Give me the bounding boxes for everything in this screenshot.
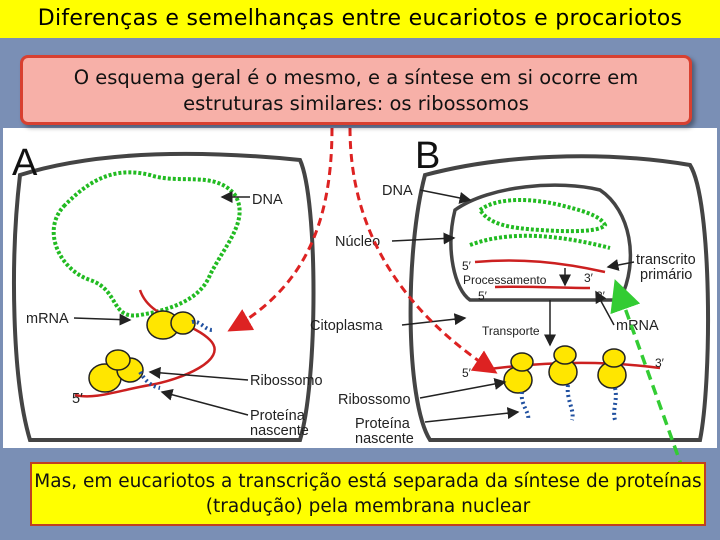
label-b-transcrito-2: primário bbox=[640, 267, 692, 283]
eukaryote-protein-1 bbox=[519, 391, 531, 421]
eukaryote-protein-2 bbox=[565, 384, 575, 421]
label-b-transporte: Transporte bbox=[482, 324, 540, 338]
label-b-dna: DNA bbox=[382, 183, 413, 199]
label-b-nucleo: Núcleo bbox=[335, 234, 380, 250]
dashed-arrow-to-eukaryote-ribosome bbox=[348, 127, 498, 374]
label-b-processamento: Processamento bbox=[463, 273, 547, 287]
similarity-note: O esquema geral é o mesmo, e a síntese e… bbox=[20, 55, 692, 125]
label-a-proteina-1: Proteína bbox=[250, 408, 306, 424]
eukaryote-ribosome-3 bbox=[597, 348, 627, 389]
panel-b-letter: B bbox=[415, 135, 440, 177]
label-b-5prime-b: 5′ bbox=[478, 289, 488, 303]
eukaryote-ribosome-2 bbox=[548, 345, 578, 386]
nuclear-membrane bbox=[449, 183, 633, 302]
eukaryote-ribosome-1 bbox=[503, 352, 534, 394]
primary-transcript bbox=[474, 259, 606, 274]
prokaryote-cell: A DNA mRNA Ribossomo 5′ Proteína nascent… bbox=[12, 142, 323, 442]
eukaryote-cell: B DNA Núcleo transcrito primário 5′ 3′ P… bbox=[310, 135, 711, 447]
prokaryote-ribosome-2 bbox=[88, 349, 144, 393]
dashed-arrow-to-prokaryote-ribosome bbox=[227, 127, 334, 332]
eukaryote-protein-3 bbox=[612, 387, 618, 421]
label-b-citoplasma: Citoplasma bbox=[310, 318, 383, 334]
label-b-transcrito-1: transcrito bbox=[636, 252, 696, 268]
label-a-5prime: 5′ bbox=[72, 391, 83, 407]
label-a-ribossomo: Ribossomo bbox=[250, 373, 323, 389]
prokaryote-protein-1 bbox=[191, 319, 213, 332]
label-b-5prime-a: 5′ bbox=[462, 259, 472, 273]
eukaryote-dna-2 bbox=[469, 233, 611, 250]
prokaryote-ribosome-1 bbox=[146, 310, 196, 340]
label-b-3prime-c: 3′ bbox=[655, 356, 665, 370]
prokaryote-dna bbox=[51, 170, 242, 318]
label-b-3prime-a: 3′ bbox=[584, 271, 594, 285]
label-b-proteina-1: Proteína bbox=[355, 416, 411, 432]
label-b-proteina-2: nascente bbox=[355, 431, 414, 447]
eukaryote-membrane bbox=[408, 154, 711, 442]
label-b-5prime-c: 5′ bbox=[462, 366, 472, 380]
diagram-panel bbox=[3, 128, 717, 448]
prokaryote-membrane bbox=[12, 151, 316, 442]
label-a-dna: DNA bbox=[252, 192, 283, 208]
label-b-ribossomo: Ribossomo bbox=[338, 392, 411, 408]
label-a-mrna: mRNA bbox=[26, 311, 69, 327]
eukaryote-dna-1 bbox=[477, 198, 608, 234]
difference-note: Mas, em eucariotos a transcrição está se… bbox=[30, 462, 706, 526]
label-a-proteina-2: nascente bbox=[250, 423, 309, 439]
panel-a-letter: A bbox=[12, 142, 38, 184]
label-b-mrna: mRNA bbox=[616, 318, 659, 334]
processed-mrna bbox=[494, 285, 591, 290]
slide-title: Diferenças e semelhanças entre eucarioto… bbox=[0, 0, 720, 38]
